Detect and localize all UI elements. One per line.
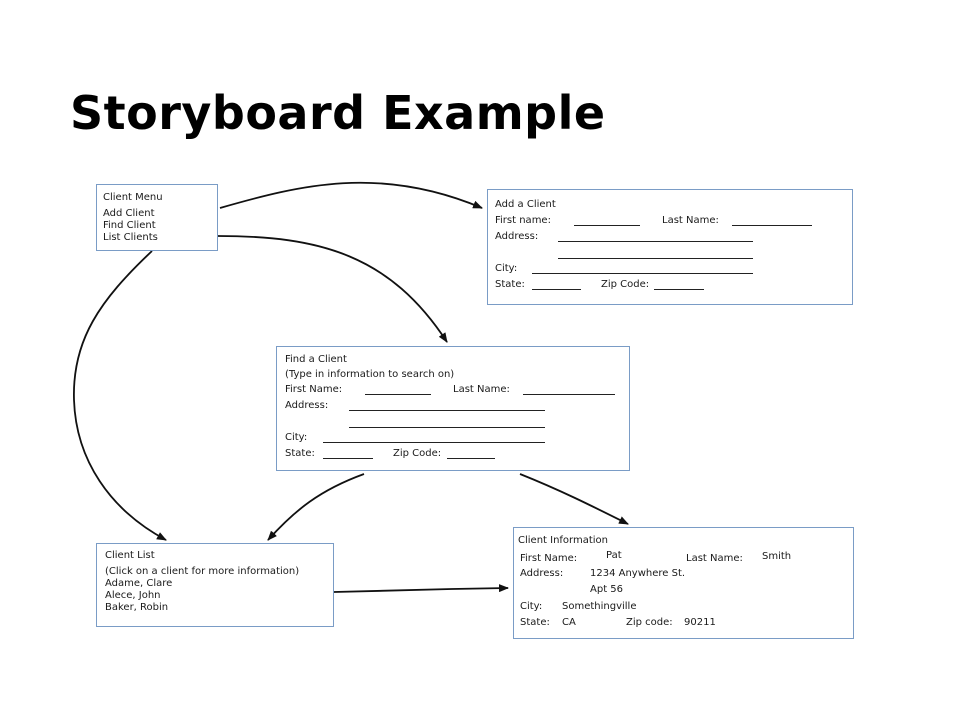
info-state-value: CA	[562, 617, 576, 628]
info-city-value: Somethingville	[562, 601, 637, 612]
info-zip-label: Zip code:	[626, 617, 673, 628]
find-client-box: Find a Client (Type in information to se…	[276, 346, 630, 471]
info-last-name-label: Last Name:	[686, 553, 743, 564]
add-zip-field[interactable]	[654, 289, 704, 290]
find-city-label: City:	[285, 432, 308, 443]
find-address-label: Address:	[285, 400, 329, 411]
add-first-name-field[interactable]	[574, 225, 640, 226]
arrow-find-client-to-client-info	[519, 473, 629, 525]
client-list-heading: Client List	[105, 550, 155, 561]
add-address-line2-field[interactable]	[558, 258, 753, 259]
add-city-label: City:	[495, 263, 518, 274]
client-list-box: Client List (Click on a client for more …	[96, 543, 334, 627]
find-client-instructions: (Type in information to search on)	[285, 369, 455, 380]
info-address-label: Address:	[520, 568, 564, 579]
find-state-label: State:	[285, 448, 315, 459]
menu-item-list-clients[interactable]: List Clients	[103, 232, 158, 243]
arrow-client-list-to-client-info	[333, 584, 509, 593]
info-first-name-value: Pat	[606, 550, 622, 561]
client-list-item-baker[interactable]: Baker, Robin	[105, 602, 169, 613]
add-city-field[interactable]	[532, 273, 753, 274]
arrow-menu-to-client-list	[73, 250, 167, 541]
arrow-menu-to-add-client	[219, 181, 483, 209]
find-client-heading: Find a Client	[285, 354, 347, 365]
info-heading: Client Information	[518, 535, 609, 546]
add-first-name-label: First name:	[495, 215, 551, 226]
arrow-find-client-to-client-list	[267, 473, 365, 541]
find-last-name-label: Last Name:	[453, 384, 510, 395]
find-first-name-field[interactable]	[365, 394, 431, 395]
client-list-instructions: (Click on a client for more information)	[105, 566, 300, 577]
info-state-label: State:	[520, 617, 550, 628]
add-state-label: State:	[495, 279, 525, 290]
info-address-line1: 1234 Anywhere St.	[590, 568, 686, 579]
find-zip-field[interactable]	[447, 458, 495, 459]
find-address-line1-field[interactable]	[349, 410, 545, 411]
find-zip-label: Zip Code:	[393, 448, 442, 459]
arrow-menu-to-find-client	[217, 235, 448, 343]
client-info-box: Client Information First Name: Pat Last …	[513, 527, 854, 639]
info-zip-value: 90211	[684, 617, 716, 628]
add-client-box: Add a Client First name: Last Name: Addr…	[487, 189, 853, 305]
find-first-name-label: First Name:	[285, 384, 343, 395]
add-last-name-label: Last Name:	[662, 215, 719, 226]
menu-item-add-client[interactable]: Add Client	[103, 208, 155, 219]
info-last-name-value: Smith	[762, 551, 792, 562]
add-client-heading: Add a Client	[495, 199, 556, 210]
info-first-name-label: First Name:	[520, 553, 578, 564]
find-state-field[interactable]	[323, 458, 373, 459]
client-list-item-adame[interactable]: Adame, Clare	[105, 578, 173, 589]
client-menu-box: Client Menu Add Client Find Client List …	[96, 184, 218, 251]
info-city-label: City:	[520, 601, 543, 612]
add-state-field[interactable]	[532, 289, 581, 290]
client-list-item-alece[interactable]: Alece, John	[105, 590, 161, 601]
find-address-line2-field[interactable]	[349, 427, 545, 428]
find-city-field[interactable]	[323, 442, 545, 443]
slide-title: Storyboard Example	[70, 86, 606, 140]
info-address-line2: Apt 56	[590, 584, 624, 595]
menu-item-find-client[interactable]: Find Client	[103, 220, 156, 231]
find-last-name-field[interactable]	[523, 394, 615, 395]
add-address-label: Address:	[495, 231, 539, 242]
add-zip-label: Zip Code:	[601, 279, 650, 290]
client-menu-heading: Client Menu	[103, 192, 163, 203]
add-last-name-field[interactable]	[732, 225, 812, 226]
add-address-line1-field[interactable]	[558, 241, 753, 242]
